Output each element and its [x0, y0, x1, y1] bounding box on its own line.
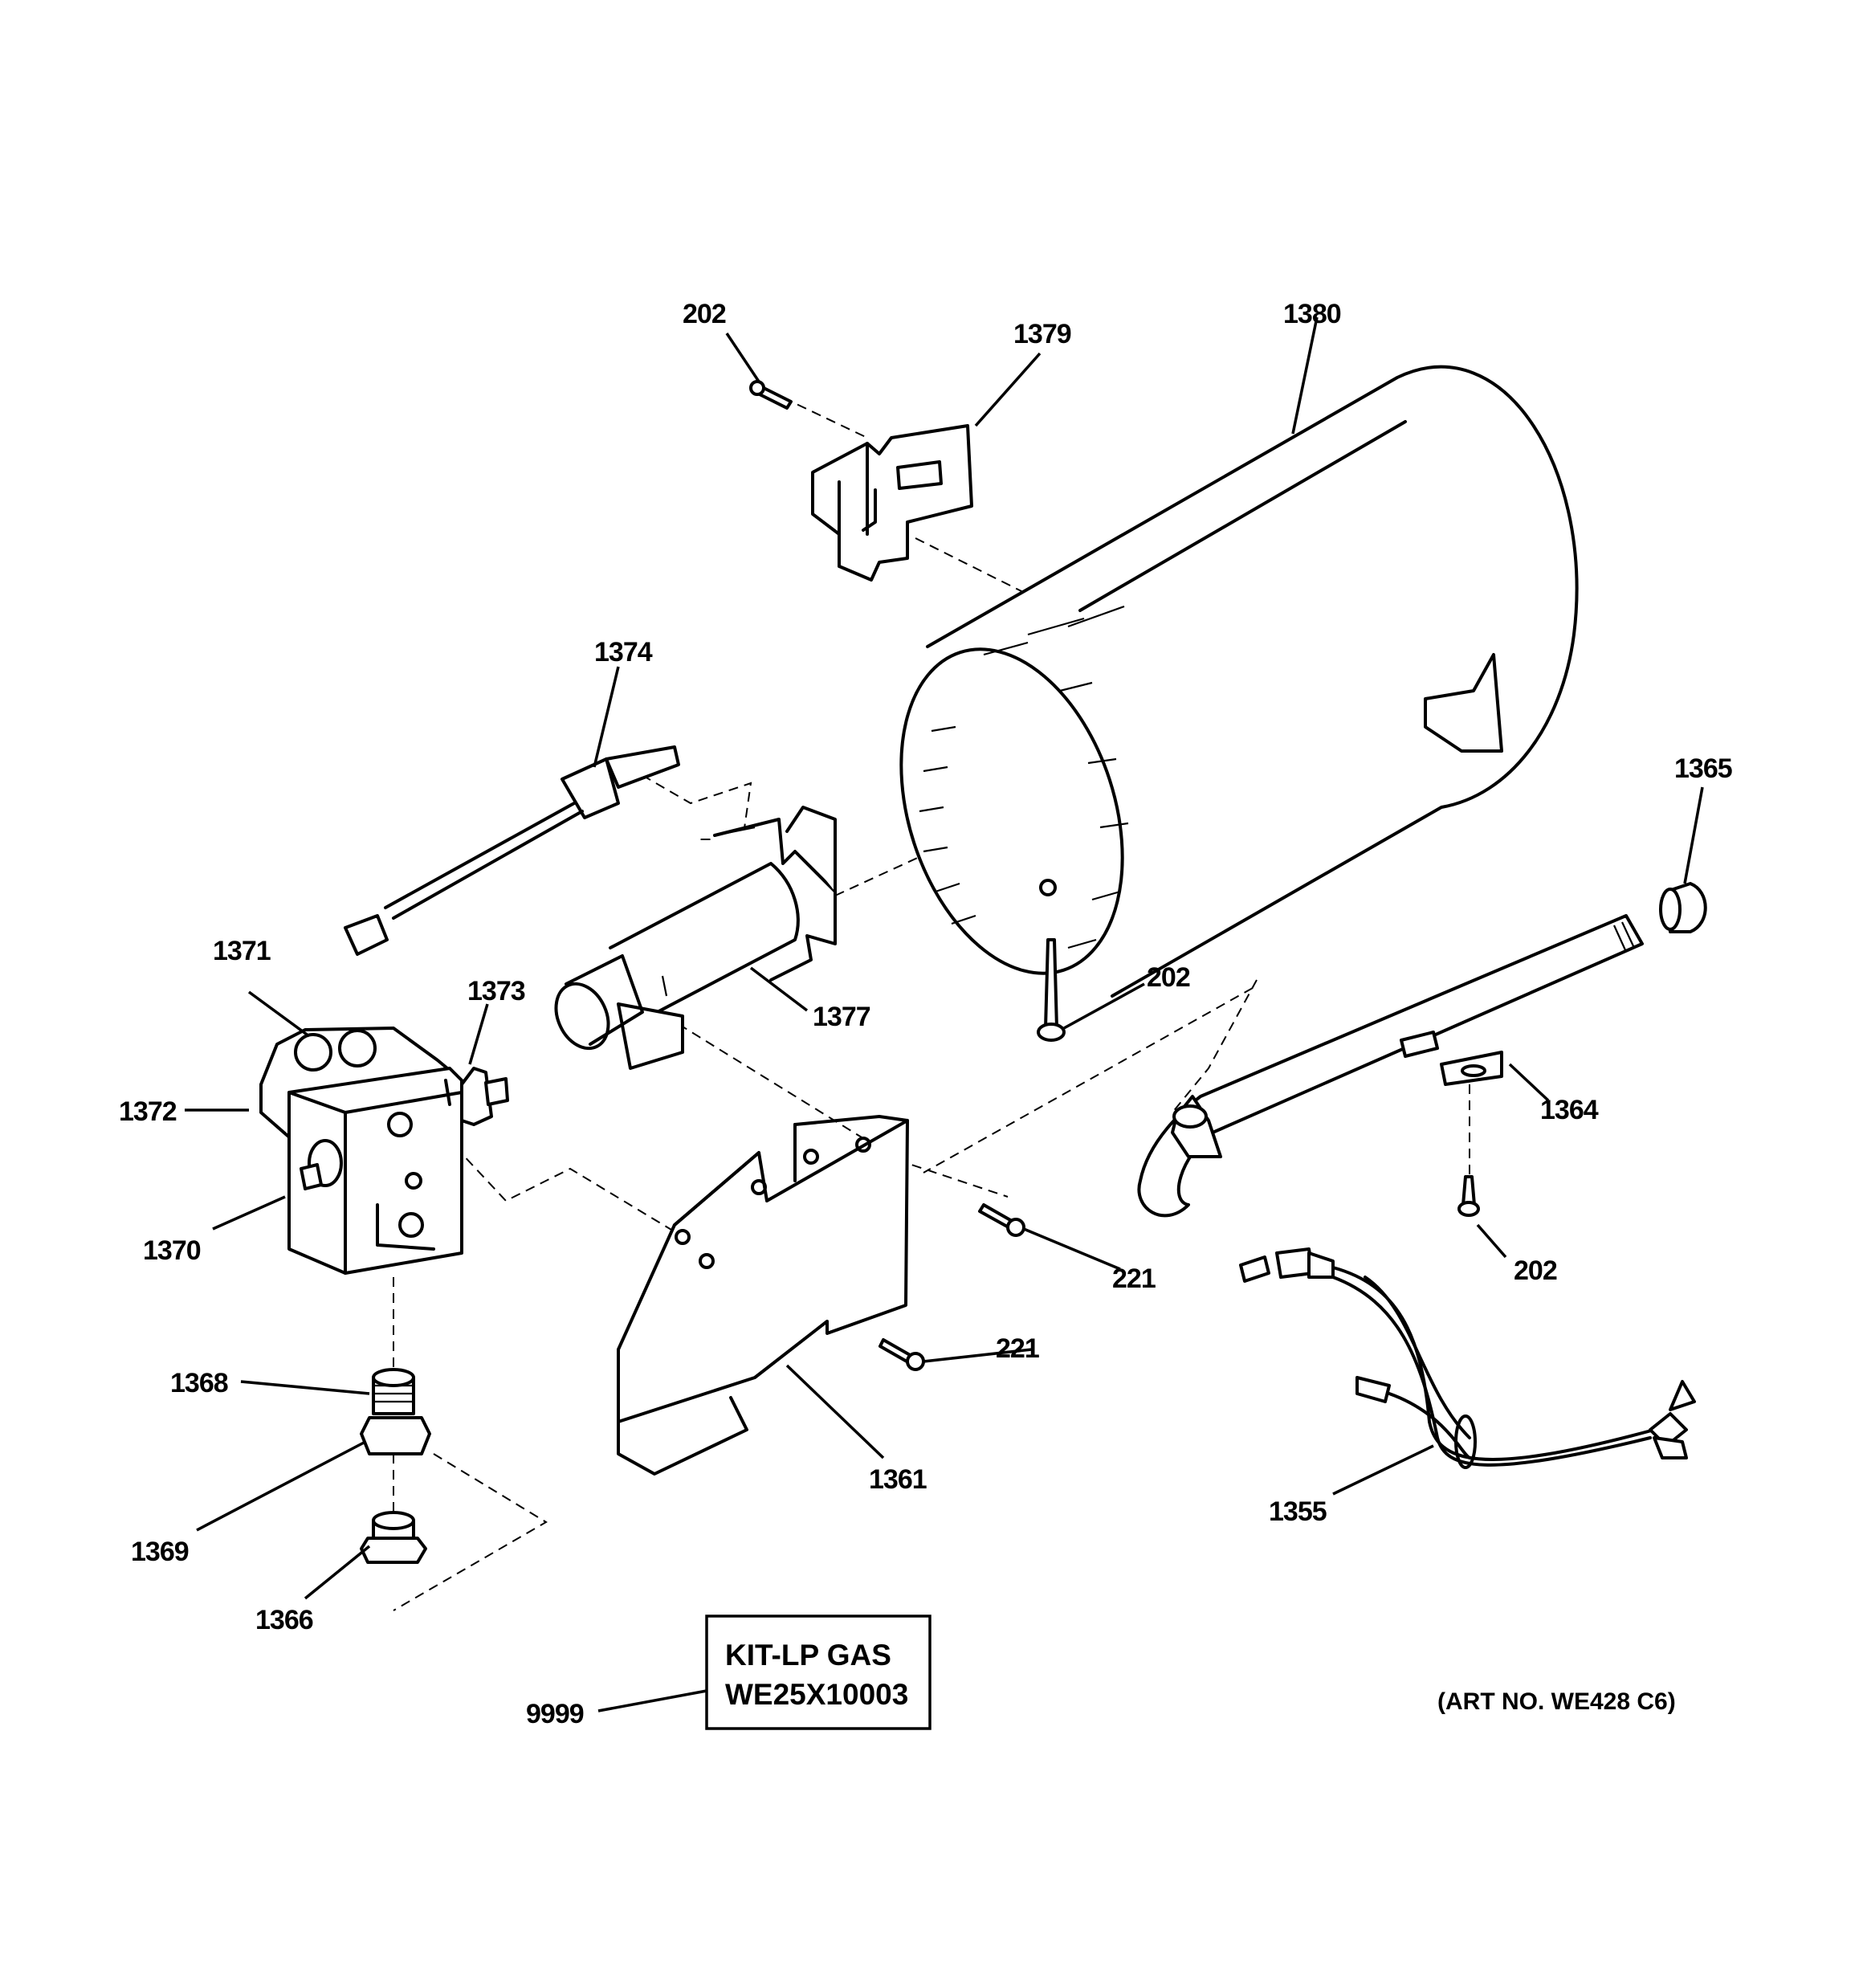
callout-1377: 1377 — [813, 1002, 870, 1032]
kit-box-line2: WE25X10003 — [725, 1678, 908, 1711]
wiring-harness-1355 — [1239, 1247, 1696, 1469]
callout-1379: 1379 — [1013, 319, 1071, 349]
kit-lp-gas-box: KIT-LP GAS WE25X10003 — [705, 1614, 932, 1730]
gas-valve-assembly — [259, 1027, 509, 1275]
callout-1374: 1374 — [594, 637, 653, 667]
callout-9999: 9999 — [526, 1699, 584, 1729]
callout-1364: 1364 — [1540, 1095, 1599, 1125]
igniter-1374 — [344, 745, 680, 956]
callout-1380: 1380 — [1283, 299, 1341, 329]
screws — [749, 380, 1480, 1371]
burner-1377 — [554, 806, 837, 1070]
callout-221-a: 221 — [1112, 1263, 1156, 1294]
callout-1366: 1366 — [255, 1605, 313, 1635]
drum-1380 — [899, 365, 1579, 998]
callout-202-mid: 202 — [1147, 962, 1190, 993]
callout-202-top: 202 — [683, 299, 726, 329]
callout-1355: 1355 — [1269, 1496, 1327, 1527]
callout-1373: 1373 — [467, 976, 525, 1006]
callout-leaders — [185, 316, 1704, 1712]
kit-box-line1: KIT-LP GAS — [725, 1639, 891, 1672]
callout-1365: 1365 — [1674, 753, 1732, 784]
callout-1370: 1370 — [143, 1235, 201, 1266]
callout-1369: 1369 — [131, 1537, 189, 1567]
heat-shield-1361 — [617, 1115, 909, 1476]
callout-1372: 1372 — [119, 1096, 177, 1127]
orifice-fittings — [360, 1368, 431, 1564]
callout-1371: 1371 — [213, 936, 271, 966]
callout-1368: 1368 — [170, 1368, 228, 1398]
gas-pipe-1364 — [1137, 882, 1707, 1218]
callout-1361: 1361 — [869, 1464, 927, 1495]
bracket-1379 — [811, 424, 973, 582]
art-number: (ART NO. WE428 C6) — [1437, 1688, 1676, 1715]
callout-labels: 202 1379 1380 1374 1365 1371 1373 1377 2… — [119, 299, 1733, 1729]
callout-221-b: 221 — [996, 1333, 1039, 1364]
callout-202-right: 202 — [1514, 1255, 1557, 1286]
